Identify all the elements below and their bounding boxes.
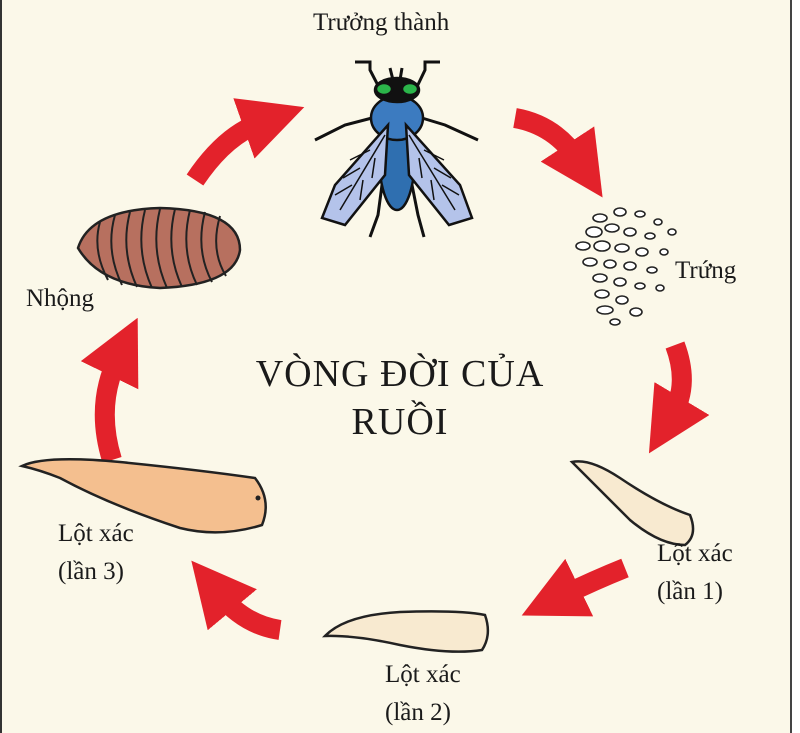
label-molt3-line2: (lần 3) xyxy=(58,558,124,585)
larva-molt1-illustration xyxy=(569,460,695,547)
arrow-eggs-to-molt1 xyxy=(648,341,710,454)
label-adult: Trưởng thành xyxy=(313,9,450,36)
label-molt2-line1: Lột xác xyxy=(385,661,461,688)
arrow-molt2-to-molt3 xyxy=(191,560,282,640)
larva-molt2-illustration xyxy=(321,610,490,653)
label-molt1-line1: Lột xác xyxy=(657,540,733,567)
larva-molt3-illustration xyxy=(18,458,267,534)
diagram-title-line1: VÒNG ĐỜI CỦA xyxy=(255,353,545,395)
label-molt3-line1: Lột xác xyxy=(58,520,134,547)
pupa-illustration xyxy=(76,206,242,290)
label-molt1-line2: (lần 1) xyxy=(657,578,723,605)
eggs-illustration xyxy=(575,207,677,326)
diagram-title-line2: RUỒI xyxy=(351,401,449,443)
arrow-molt1-to-molt2 xyxy=(521,558,629,617)
arrow-pupa-to-adult xyxy=(186,98,305,186)
arrow-molt3-to-pupa xyxy=(80,317,139,463)
label-pupa: Nhộng xyxy=(26,285,95,312)
arrow-adult-to-eggs xyxy=(512,108,603,198)
label-eggs: Trứng xyxy=(675,257,737,284)
right-border xyxy=(790,0,800,733)
left-border xyxy=(0,0,2,733)
label-molt2-line2: (lần 2) xyxy=(385,699,451,726)
adult-fly-illustration xyxy=(314,60,479,238)
